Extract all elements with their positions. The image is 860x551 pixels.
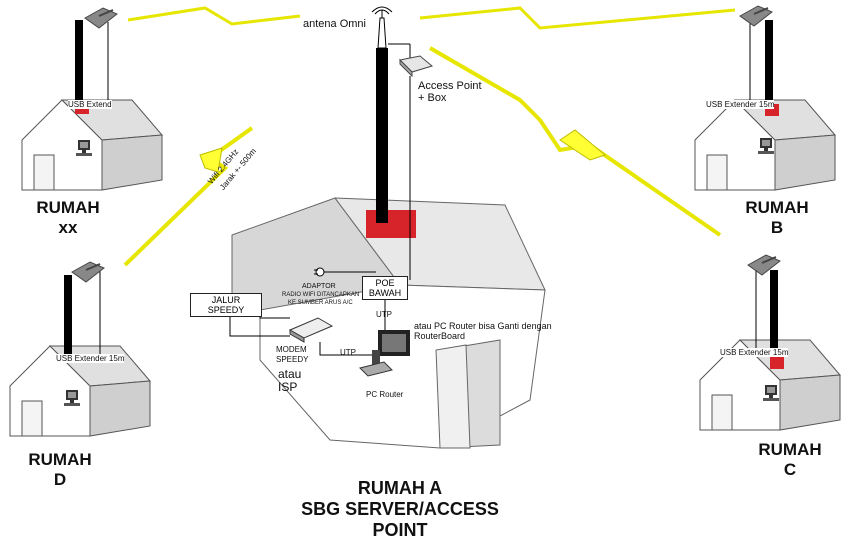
house-c-title-line2: C: [783, 460, 797, 479]
router-note-line1: atau PC Router bisa Ganti dengan: [414, 321, 552, 331]
access-point-label: Access Point: [418, 80, 482, 92]
modem-label-1: MODEM: [276, 345, 307, 354]
wireless-link-d: [123, 126, 254, 267]
house-d: [9, 261, 151, 437]
house-c-title: RUMAH C: [750, 440, 830, 480]
adaptor-label: ADAPTOR: [302, 283, 336, 290]
pc-router-icon: [359, 330, 410, 377]
wireless-link-c: [428, 46, 722, 237]
house-a-title-line1: RUMAH A: [357, 478, 443, 498]
house-a-chimney: [366, 210, 416, 238]
house-d-title: RUMAH D: [20, 450, 100, 490]
usb-extender-xx-label: USB Extend: [68, 100, 112, 109]
house-b: [694, 5, 836, 191]
pc-router-label: PC Router: [366, 390, 404, 399]
poe-label-2: BAWAH: [368, 288, 402, 298]
house-xx: [21, 7, 163, 191]
omni-antenna-label: antena Omni: [303, 18, 366, 30]
usb-extender-c-label: USB Extender 15m: [720, 348, 789, 357]
poe-box: POE BAWAH: [362, 276, 408, 300]
house-d-title-line1: RUMAH: [28, 450, 92, 469]
usb-extender-b-label: USB Extender 15m: [706, 100, 775, 109]
house-xx-title-line1: RUMAH: [36, 198, 100, 217]
house-c: [699, 254, 841, 431]
usb-extender-d-label: USB Extender 15m: [56, 354, 125, 363]
isp-label: ISP: [278, 380, 298, 394]
access-point-box-label: + Box: [418, 92, 447, 104]
house-a-title-line2: SBG SERVER/ACCESS: [301, 499, 499, 519]
adaptor-plug-icon: [314, 267, 376, 277]
wireless-link-b: [419, 6, 736, 30]
poe-label-1: POE: [375, 278, 395, 288]
house-b-title: RUMAH B: [737, 198, 817, 238]
omni-mast: [371, 6, 411, 223]
house-a-title: RUMAH A SBG SERVER/ACCESS POINT: [270, 478, 530, 541]
house-d-title-line2: D: [53, 470, 67, 489]
adaptor-note-line1: RADIO WIFI DITANCAPKAN: [282, 292, 360, 298]
adaptor-note-line2: KE SUMBER ARUS A/C: [288, 300, 353, 306]
utp-label-modem: UTP: [340, 348, 356, 357]
modem-icon: [288, 317, 334, 343]
house-a-title-line3: POINT: [372, 520, 428, 540]
atau-label: atau: [278, 367, 302, 381]
access-point-box: [398, 55, 434, 280]
modem-label-2: SPEEDY: [276, 355, 309, 364]
house-xx-title-line2: xx: [58, 218, 78, 237]
router-note-line2: RouterBoard: [414, 331, 466, 341]
house-c-title-line1: RUMAH: [758, 440, 822, 459]
jalur-speedy-box: JALUR SPEEDY: [190, 293, 262, 317]
wireless-link-xx: [127, 6, 301, 26]
house-b-title-line1: RUMAH: [745, 198, 809, 217]
utp-label-poe: UTP: [376, 310, 392, 319]
house-b-title-line2: B: [770, 218, 784, 237]
house-xx-title: RUMAH xx: [28, 198, 108, 238]
